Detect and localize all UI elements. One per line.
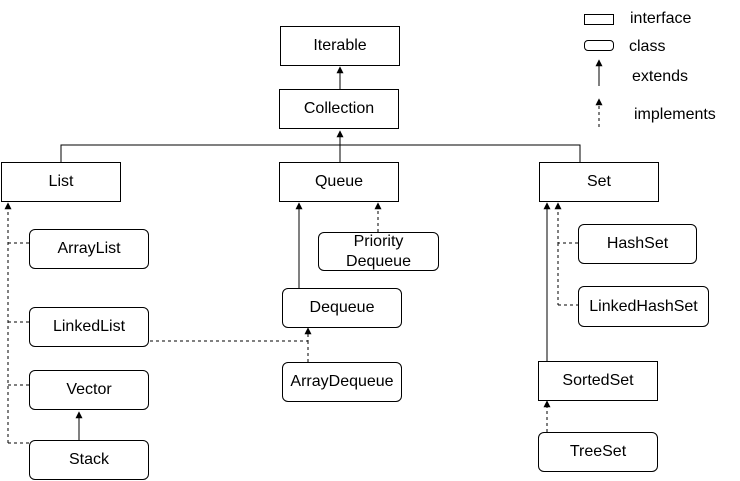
node-set: Set	[539, 162, 659, 202]
legend-interface-label: interface	[630, 10, 692, 27]
node-treeset: TreeSet	[538, 432, 658, 472]
node-arraydequeue: ArrayDequeue	[282, 362, 402, 402]
legend-class-swatch	[584, 40, 614, 51]
node-linkedlist: LinkedList	[29, 307, 149, 347]
node-stack: Stack	[29, 440, 149, 480]
legend-interface-swatch	[584, 14, 614, 25]
node-iterable: Iterable	[280, 26, 400, 66]
node-hashset: HashSet	[578, 224, 697, 264]
node-collection: Collection	[279, 89, 399, 129]
node-list: List	[1, 162, 121, 202]
node-arraylist: ArrayList	[29, 229, 149, 269]
node-linkedhashset: LinkedHashSet	[578, 286, 709, 327]
hashset-implements-set	[554, 202, 578, 244]
node-queue: Queue	[279, 162, 399, 202]
node-sortedset: SortedSet	[538, 361, 658, 401]
node-priority-dequeue: Priority Dequeue	[318, 232, 439, 271]
legend-implements-label: implements	[634, 106, 716, 123]
node-vector: Vector	[29, 370, 149, 410]
legend-extends-label: extends	[632, 68, 689, 85]
list-queue-set-extends-collection-branch	[60, 144, 581, 162]
legend-class-label: class	[629, 38, 666, 55]
node-dequeue: Dequeue	[282, 288, 402, 328]
linkedlist-implements-dequeue	[150, 327, 312, 342]
